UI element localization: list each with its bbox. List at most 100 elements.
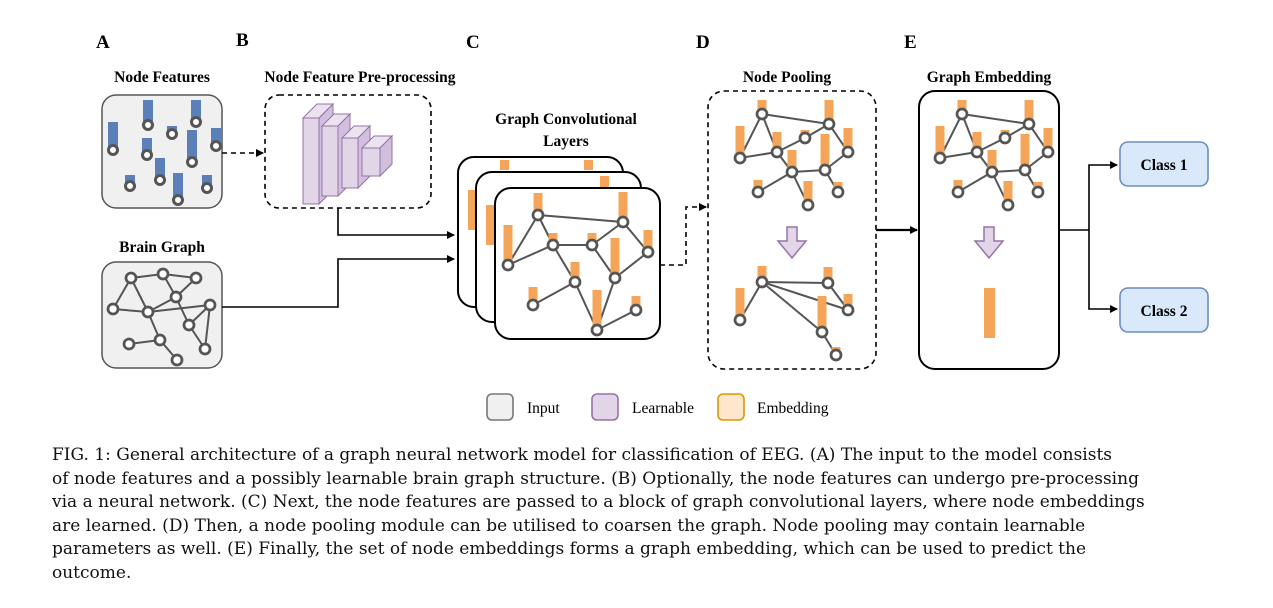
graph-node xyxy=(755,275,769,289)
graph-edge xyxy=(532,281,576,306)
embedding-bar xyxy=(570,262,580,282)
graph-node xyxy=(641,245,655,259)
embedding-bar xyxy=(1020,134,1030,170)
graph-node xyxy=(998,131,1012,145)
graph-node xyxy=(751,185,765,199)
gcn-middle-bars xyxy=(486,176,609,245)
graph-edge xyxy=(757,171,793,193)
embedding-bar xyxy=(528,287,538,305)
caption-line: parameters as well. (E) Finally, the set… xyxy=(52,539,1087,560)
class-1-label: Class 1 xyxy=(1141,157,1188,174)
graph-node xyxy=(831,185,845,199)
graph-node xyxy=(203,298,217,312)
graph-node xyxy=(186,156,198,168)
embedding-bar xyxy=(610,238,620,278)
pooling-input-graph xyxy=(733,100,855,212)
graph-edge xyxy=(147,304,211,313)
graph-node xyxy=(1041,145,1055,159)
graph-node xyxy=(172,194,184,206)
graph-node xyxy=(1031,185,1045,199)
embedding-bar xyxy=(757,266,767,282)
embedding-bar xyxy=(600,176,609,188)
nn-block-front xyxy=(341,137,359,189)
embedding-bar xyxy=(468,190,477,230)
embedding-bar xyxy=(486,205,495,245)
panel-letter-a: A xyxy=(96,32,110,53)
embedding-bar xyxy=(820,134,830,170)
gcn-back-bars xyxy=(468,160,593,230)
graph-node xyxy=(933,151,947,165)
neural-network-blocks xyxy=(301,102,394,206)
graph-node xyxy=(106,302,120,316)
preprocessing-box xyxy=(264,94,432,209)
graph-node xyxy=(1022,117,1036,131)
arrow-preprocessing-to-gcn xyxy=(337,208,455,239)
embedding-down-arrow xyxy=(973,226,1005,260)
node-features-panel xyxy=(101,94,223,209)
arrow-to-class-2 xyxy=(1088,230,1118,313)
graph-node xyxy=(616,215,630,229)
node-feature-bar xyxy=(173,173,183,200)
graph-node xyxy=(166,128,178,140)
graph-node xyxy=(985,165,999,179)
embedding-bar xyxy=(987,150,997,172)
caption-line: FIG. 1: General architecture of a graph … xyxy=(52,445,1113,465)
embedding-bar xyxy=(817,296,827,332)
embedding-bar xyxy=(772,132,782,152)
class-2-label: Class 2 xyxy=(1141,303,1188,320)
graph-node xyxy=(785,165,799,179)
graph-node xyxy=(585,238,599,252)
nn-block-front xyxy=(302,117,320,205)
graph-node xyxy=(629,303,643,317)
graph-node xyxy=(841,145,855,159)
brain-graph-panel xyxy=(101,261,223,369)
graph-edge xyxy=(596,309,637,331)
graph-edge xyxy=(761,113,830,125)
graph-node xyxy=(841,303,855,317)
embedding-bar xyxy=(503,225,513,265)
graph-edge xyxy=(204,304,211,350)
embedding-bar xyxy=(843,128,853,152)
panel-letter-e: E xyxy=(904,32,917,53)
graph-node xyxy=(156,267,170,281)
embedding-bar xyxy=(957,100,967,114)
node-feature-bar xyxy=(187,130,197,162)
graph-edge xyxy=(537,214,624,223)
embedding-bar xyxy=(735,126,745,158)
node-feature-bar xyxy=(155,158,165,180)
graph-node xyxy=(190,116,202,128)
graph-edge xyxy=(591,221,624,246)
embedding-bar xyxy=(843,294,853,310)
graph-node xyxy=(526,298,540,312)
graph-node xyxy=(801,198,815,212)
graph-node xyxy=(822,117,836,131)
gcn-layers-panel xyxy=(457,156,661,340)
embedding-bar xyxy=(972,132,982,152)
node-feature-bar xyxy=(142,138,152,155)
node-feature-bar xyxy=(211,128,221,146)
graph-node xyxy=(141,149,153,161)
graph-node xyxy=(189,271,203,285)
graph-edge xyxy=(507,214,539,266)
panel-letter-d: D xyxy=(696,32,710,53)
embedding-bar xyxy=(643,230,653,252)
arrow-gcn-to-pooling xyxy=(660,203,707,266)
brain-graph xyxy=(106,267,217,367)
embedding-bar xyxy=(735,288,745,320)
graph-node xyxy=(815,325,829,339)
pooling-output-graph xyxy=(733,266,855,362)
graph-node xyxy=(568,275,582,289)
gcn-title-line2: Layers xyxy=(543,133,589,150)
class-2-box: Class 2 xyxy=(1119,287,1209,333)
embedding-bar xyxy=(757,100,767,114)
graph-node xyxy=(107,144,119,156)
graph-node xyxy=(733,313,747,327)
graph-node xyxy=(955,107,969,121)
graph-node xyxy=(770,145,784,159)
graph-node xyxy=(951,185,965,199)
preprocessing-panel xyxy=(264,94,432,209)
graph-node xyxy=(970,145,984,159)
graph-node xyxy=(141,305,155,319)
embedding-bar xyxy=(803,181,813,205)
embedding-bar xyxy=(823,267,833,283)
